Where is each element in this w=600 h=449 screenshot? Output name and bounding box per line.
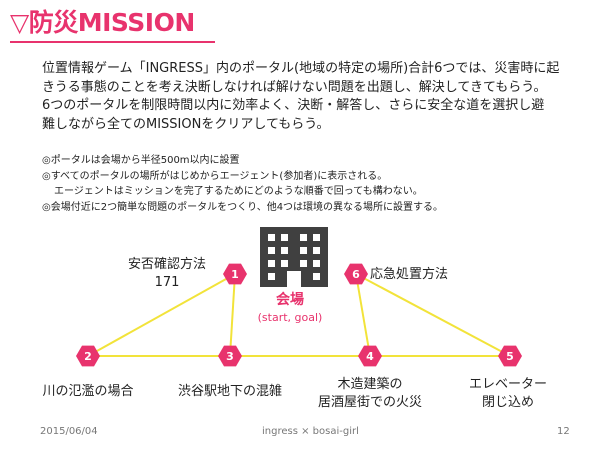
venue-title: 会場 xyxy=(276,292,304,308)
portal-label-line: 安否確認方法 xyxy=(127,257,206,272)
footer-caption: ingress × bosai-girl xyxy=(262,426,359,437)
portal-number: 2 xyxy=(84,350,92,363)
hexagon-icon xyxy=(76,345,100,367)
portal-4-label: 木造建築の 居酒屋街での火災 xyxy=(300,376,440,412)
intro-line: きうる事態のことを考え決断しなければ解けない問題を出題し、解決してきてもらう。 xyxy=(42,79,547,95)
hexagon-icon xyxy=(223,263,247,285)
portal-markers: 1 2 3 4 5 6 xyxy=(76,263,522,367)
hexagon-icon xyxy=(218,345,242,367)
title-underline xyxy=(10,41,215,43)
portal-2-marker: 2 xyxy=(76,345,100,367)
portal-label-line: 応急処置方法 xyxy=(370,267,449,282)
portal-label-line: 居酒屋街での火災 xyxy=(317,395,422,410)
intro-line: 難しながら全てのMISSIONをクリアしてもらう。 xyxy=(42,116,330,132)
note-item: ◎会場付近に2つ簡単な問題のポータルをつくり、他4つは環境の異なる場所に設置する… xyxy=(42,201,444,213)
portal-3-marker: 3 xyxy=(218,345,242,367)
note-item: ◎すべてのポータルの場所がはじめからエージェント(参加者)に表示される。 xyxy=(42,170,388,182)
portal-6-marker: 6 xyxy=(344,263,368,285)
portal-5-label: エレベーター 閉じ込め xyxy=(448,376,568,412)
intro-text: 位置情報ゲーム「INGRESS」内のポータル(地域の特定の場所)合計6つでは、災… xyxy=(42,60,582,134)
portal-label-line: 川の氾濫の場合 xyxy=(42,384,134,399)
portal-1-label: 安否確認方法 171 xyxy=(112,256,222,292)
venue-subtitle: (start, goal) xyxy=(257,311,323,324)
portal-5-marker: 5 xyxy=(498,345,522,367)
portal-number: 1 xyxy=(231,268,239,281)
portal-3-label: 渋谷駅地下の混雑 xyxy=(160,383,300,401)
portal-number: 3 xyxy=(226,350,234,363)
route-line xyxy=(87,273,236,357)
portal-label-line: 木造建築の xyxy=(337,377,403,392)
hexagon-icon xyxy=(498,345,522,367)
hexagon-icon xyxy=(344,263,368,285)
venue-label: 会場 (start, goal) xyxy=(250,291,330,327)
page-number: 12 xyxy=(557,426,570,437)
hexagon-icon xyxy=(358,345,382,367)
portal-1-marker: 1 xyxy=(223,263,247,285)
note-item: エージェントはミッションを完了するためにどのような順番で回っても構わない。 xyxy=(54,186,423,197)
portal-4-marker: 4 xyxy=(358,345,382,367)
portal-6-label: 応急処置方法 xyxy=(370,266,490,284)
portal-number: 5 xyxy=(506,350,514,363)
portal-number: 6 xyxy=(352,268,360,281)
note-item: ◎ポータルは会場から半径500m以内に設置 xyxy=(42,155,240,166)
portal-label-line: 閉じ込め xyxy=(481,395,534,410)
route-lines xyxy=(87,273,511,357)
route-line xyxy=(229,273,236,357)
portal-label-line: 171 xyxy=(154,275,180,290)
route-line xyxy=(355,273,511,357)
notes-list: ◎ポータルは会場から半径500m以内に設置 ◎すべてのポータルの場所がはじめから… xyxy=(42,153,582,215)
page-title: ▽防災MISSION xyxy=(10,8,195,37)
portal-label-line: エレベーター xyxy=(468,377,547,392)
footer-date: 2015/06/04 xyxy=(40,426,98,437)
route-line xyxy=(355,273,371,357)
intro-line: 6つのポータルを制限時間以内に効率よく、決断・解答し、さらに安全な道を選択し避 xyxy=(42,98,545,113)
portal-2-label: 川の氾濫の場合 xyxy=(18,383,158,401)
intro-line: 位置情報ゲーム「INGRESS」内のポータル(地域の特定の場所)合計6つでは、災… xyxy=(42,61,560,76)
portal-label-line: 渋谷駅地下の混雑 xyxy=(177,384,282,399)
building-icon xyxy=(260,227,328,287)
portal-number: 4 xyxy=(366,350,374,363)
